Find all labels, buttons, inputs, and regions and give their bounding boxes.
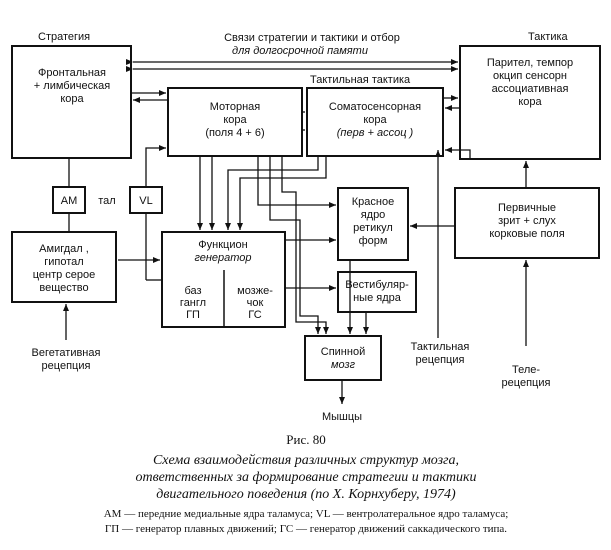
parietal-text-3: ассоциативная (492, 83, 569, 95)
frontal-cortex-box (11, 45, 132, 159)
spinal-cord-box (304, 335, 382, 381)
amygdala-box (11, 231, 117, 303)
funcgen-text-2: генератор (194, 252, 251, 264)
link-vl-motor (145, 145, 166, 187)
tactics-header: Тактика (528, 31, 569, 43)
basal-text-3: ГП (186, 309, 200, 321)
top-link-label-2: для долгосрочной памяти (232, 45, 368, 57)
caption-title-3: двигательного поведения (по X. Корнхубер… (156, 487, 456, 502)
vestibular-text-2: ные ядра (353, 292, 402, 304)
cerebellum-text-1: мозже- (237, 285, 273, 297)
tele-reception-label-2: рецепция (502, 377, 551, 389)
motor-text-3: (поля 4 + 6) (205, 127, 264, 139)
parietal-cortex-box (459, 45, 601, 160)
vl-text: VL (139, 195, 152, 207)
somatosensory-cortex-box (306, 87, 444, 157)
link-parietal-somato-low (445, 147, 471, 159)
parietal-text-1: Парител, темпор (487, 57, 573, 69)
figure-number: Рис. 80 (286, 432, 325, 447)
red-text-3: ретикул (353, 222, 393, 234)
tele-reception-label-1: Теле- (512, 364, 540, 376)
somato-text-2: кора (363, 114, 387, 126)
link-motor-red (257, 156, 336, 208)
caption-title-2: ответственных за формирование стратегии … (135, 470, 476, 485)
vestibular-box (337, 271, 417, 313)
somato-text-1: Соматосенсорная (329, 101, 421, 113)
vegetative-label-2: рецепция (42, 360, 91, 372)
basal-text-1: баз (184, 285, 201, 297)
primary-cortex-box (454, 187, 600, 259)
basal-text-2: гангл (180, 297, 206, 309)
red-text-2: ядро (361, 209, 386, 221)
am-text: АМ (61, 195, 78, 207)
primary-text-3: корковые поля (489, 228, 564, 240)
frontal-text-3: кора (60, 93, 84, 105)
motor-text-1: Моторная (210, 101, 261, 113)
motor-text-2: кора (223, 114, 247, 126)
frontal-text-2: + лимбическая (34, 80, 110, 92)
vegetative-label-1: Вегетативная (32, 347, 101, 359)
red-text-4: форм (359, 235, 388, 247)
cerebellum-text-2: чок (247, 297, 264, 309)
tactile-reception-label-2: рецепция (416, 354, 465, 366)
caption-legend-1: АМ — передние медиальные ядра таламуса; … (104, 508, 509, 520)
parietal-text-2: окцип сенсорн (493, 70, 567, 82)
link-motor-spinal-2 (281, 156, 329, 334)
caption-title-1: Схема взаимодействия различных структур … (153, 453, 459, 468)
frontal-text-1: Фронтальная (38, 67, 106, 79)
amygdala-text-3: центр серое (33, 269, 96, 281)
red-nucleus-box (337, 187, 409, 261)
tactile-reception-label-1: Тактильная (411, 341, 470, 353)
strategy-header: Стратегия (38, 31, 90, 43)
primary-text-2: зрит + слух (498, 215, 556, 227)
spinal-text-1: Спинной (321, 346, 365, 358)
tactile-tactics-label: Тактильная тактика (310, 74, 411, 86)
muscles-label: Мышцы (322, 411, 362, 423)
amygdala-text-1: Амигдал , (39, 243, 89, 255)
amygdala-text-2: гипотал (44, 256, 83, 268)
spinal-text-2: мозг (331, 359, 356, 371)
caption-legend-2: ГП — генератор плавных движений; ГС — ге… (105, 523, 507, 535)
cerebellum-text-3: ГС (248, 309, 261, 321)
red-text-1: Красное (352, 196, 394, 208)
link-somato-funcgen-2 (237, 156, 327, 230)
link-motor-spinal (269, 156, 321, 334)
link-somato-funcgen (225, 156, 319, 230)
primary-text-1: Первичные (498, 202, 556, 214)
vestibular-text-1: Вестибуляр- (345, 279, 409, 291)
parietal-text-4: кора (518, 96, 542, 108)
funcgen-text-1: Функцион (198, 239, 247, 251)
somato-text-3: (перв + ассоц ) (337, 127, 414, 139)
amygdala-text-4: вещество (39, 282, 88, 294)
top-link-label-1: Связи стратегии и тактики и отбор (224, 32, 400, 44)
tal-text: тал (98, 195, 115, 207)
motor-cortex-box (167, 87, 303, 157)
